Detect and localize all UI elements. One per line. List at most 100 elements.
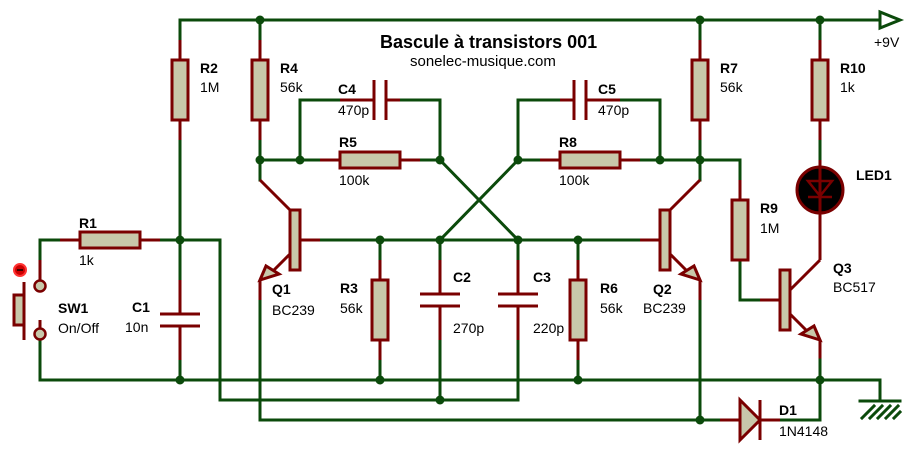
junction (175, 375, 185, 385)
ground-symbol-icon (858, 399, 903, 421)
wire-c4-left (298, 98, 342, 162)
sw1-contact-top (33, 279, 47, 293)
c5-ref: C5 (598, 81, 616, 97)
r2-ref: R2 (200, 60, 218, 76)
led1-ref: LED1 (856, 167, 892, 183)
wire-r9-q3base (738, 258, 762, 302)
wire-c4-right (398, 98, 442, 162)
d1-ref: D1 (779, 402, 797, 418)
resistor-r9[interactable]: R9 1M (730, 180, 779, 262)
r9-value: 1M (760, 220, 779, 236)
page-subtitle: sonelec-musique.com (410, 53, 556, 70)
sw1-ref: SW1 (58, 300, 89, 316)
resistor-r1[interactable]: R1 1k (60, 215, 160, 268)
r7-ref: R7 (720, 60, 738, 76)
q1-emitter-arrow (257, 263, 283, 283)
q1-ref: Q1 (272, 281, 291, 297)
power-arrow-icon (878, 9, 905, 31)
wire-q1e-bus420 (258, 298, 702, 422)
c1-ref: C1 (132, 299, 150, 315)
r9-ref: R9 (760, 200, 778, 216)
wire-bus400-c3 (438, 338, 520, 402)
power-terminal-9v: +9V (874, 9, 905, 50)
capacitor-c4[interactable]: C4 470p (338, 80, 400, 120)
wires (38, 18, 882, 422)
switch-sw1[interactable]: SW1 On/Off (12, 260, 99, 341)
wire-c5-right (618, 98, 662, 162)
sw1-contact-bottom (33, 327, 47, 341)
r8-value: 100k (559, 172, 590, 188)
c4-value: 470p (338, 102, 369, 118)
r2-value: 1M (200, 79, 219, 95)
capacitor-c1[interactable]: C1 10n (125, 280, 200, 360)
junction (435, 395, 445, 405)
resistor-r6[interactable]: R6 56k (568, 260, 624, 360)
junction (375, 375, 385, 385)
junction (513, 155, 523, 165)
transistor-q1[interactable]: Q1 BC239 (257, 178, 320, 318)
junction (255, 15, 265, 25)
wire-r1-bus400 (158, 238, 442, 402)
junction (295, 155, 305, 165)
junction (695, 15, 705, 25)
junction (573, 235, 583, 245)
r7-value: 56k (720, 79, 744, 95)
wire-vcc-rail (178, 18, 882, 42)
led-led1[interactable]: LED1 (795, 165, 892, 215)
c1-value: 10n (125, 319, 148, 335)
q3-value: BC517 (833, 279, 876, 295)
junction (573, 375, 583, 385)
page-title: Bascule à transistors 001 (380, 32, 597, 52)
resistor-r4[interactable]: R4 56k (250, 40, 304, 140)
resistor-r7[interactable]: R7 56k (690, 40, 744, 140)
r4-value: 56k (280, 79, 304, 95)
junction (255, 155, 265, 165)
r3-value: 56k (340, 300, 364, 316)
junction (435, 155, 445, 165)
sw1-value: On/Off (58, 320, 99, 336)
r6-value: 56k (600, 300, 624, 316)
r4-ref: R4 (280, 60, 298, 76)
q3-emitter-arrow (797, 323, 823, 343)
r6-ref: R6 (600, 280, 618, 296)
resistor-r5[interactable]: R5 100k (320, 134, 420, 188)
junction (375, 235, 385, 245)
r10-value: 1k (840, 79, 856, 95)
r8-ref: R8 (559, 134, 577, 150)
r1-ref: R1 (79, 215, 97, 231)
c3-value: 220p (533, 320, 564, 336)
c3-ref: C3 (533, 269, 551, 285)
junctions (175, 15, 825, 425)
resistor-r3[interactable]: R3 56k (340, 260, 390, 360)
r1-value: 1k (79, 252, 95, 268)
c2-ref: C2 (453, 269, 471, 285)
q2-value: BC239 (643, 300, 686, 316)
capacitor-c5[interactable]: C5 470p (560, 80, 629, 120)
q1-value: BC239 (272, 302, 315, 318)
junction (435, 235, 445, 245)
junction (513, 235, 523, 245)
r5-value: 100k (339, 172, 370, 188)
junction (695, 415, 705, 425)
wire-c5-left (516, 98, 562, 162)
transistor-q2[interactable]: Q2 BC239 (640, 178, 703, 316)
junction (655, 155, 665, 165)
supply-label: +9V (874, 34, 900, 50)
wire-cross-2 (437, 157, 521, 243)
c2-value: 270p (453, 320, 484, 336)
diode-d1[interactable]: D1 1N4148 (720, 396, 828, 444)
junction (815, 15, 825, 25)
junction (175, 235, 185, 245)
q2-emitter-arrow (677, 263, 703, 283)
resistor-r2[interactable]: R2 1M (170, 40, 219, 140)
resistor-r10[interactable]: R10 1k (810, 40, 866, 140)
wire-sw1-r1 (38, 238, 62, 262)
capacitor-c2[interactable]: C2 270p (420, 260, 484, 340)
capacitor-c3[interactable]: C3 220p (498, 260, 564, 340)
resistor-r8[interactable]: R8 100k (540, 134, 640, 188)
c4-ref: C4 (338, 81, 356, 97)
wire-gnd-rail (38, 338, 882, 400)
r5-ref: R5 (339, 134, 357, 150)
r3-ref: R3 (340, 280, 358, 296)
